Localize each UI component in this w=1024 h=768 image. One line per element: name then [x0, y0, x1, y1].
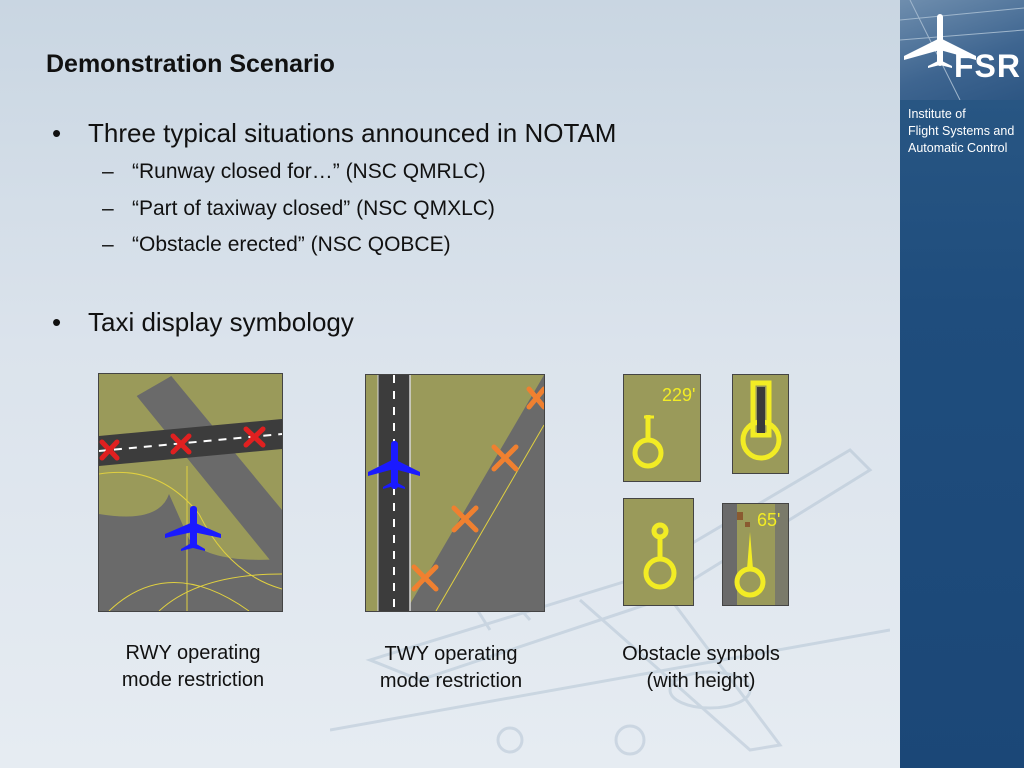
obstacle-symbol-small [623, 498, 694, 606]
sub-item-taxiway: –“Part of taxiway closed” (NSC QMXLC) [102, 197, 495, 221]
obstacle-symbol-height-65: 65' [722, 503, 789, 606]
rwy-restriction-image [98, 373, 283, 612]
aircraft-icon [165, 506, 221, 551]
caption-line: Obstacle symbols [622, 643, 780, 665]
caption-line: RWY operating [125, 642, 261, 664]
sub-item-text: “Part of taxiway closed” (NSC QMXLC) [132, 197, 495, 220]
dash-symbol: – [102, 197, 114, 220]
aircraft-icon [368, 441, 420, 489]
dash-symbol: – [102, 233, 114, 256]
obstacle-symbol-large [732, 374, 789, 474]
bullet-symbol: • [52, 118, 62, 148]
sub-item-obstacle: –“Obstacle erected” (NSC QOBCE) [102, 233, 451, 257]
institute-line: Flight Systems and [908, 124, 1015, 138]
closure-x-icon [411, 386, 544, 592]
caption-line: mode restriction [379, 670, 523, 692]
obstacle-height-label: 229' [662, 385, 695, 405]
dash-symbol: – [102, 160, 114, 183]
sidebar [900, 0, 1024, 768]
sub-item-text: “Obstacle erected” (NSC QOBCE) [132, 233, 451, 256]
logo-background [900, 0, 1024, 101]
obstacle-symbol-height-229: 229' [623, 374, 701, 482]
closure-x-icon [99, 426, 266, 461]
obstacle-symbol-icon [632, 415, 664, 469]
institute-line: Automatic Control [908, 141, 1008, 155]
bullet-text: Three typical situations announced in NO… [88, 118, 617, 148]
caption-line: TWY operating [384, 643, 518, 665]
twy-restriction-image [365, 374, 545, 612]
fsr-logo-text: FSR [954, 48, 1021, 84]
caption-line: (with height) [646, 670, 756, 692]
caption-line: mode restriction [121, 669, 265, 691]
airplane-logo-icon [900, 0, 1024, 101]
twy-caption: TWY operating mode restriction [336, 641, 566, 695]
obstacle-caption: Obstacle symbols (with height) [586, 641, 816, 695]
institute-name: Institute of Flight Systems and Automati… [908, 106, 1014, 157]
obstacle-symbol-icon [643, 522, 677, 590]
sub-item-text: “Runway closed for…” (NSC QMRLC) [132, 160, 486, 183]
rwy-caption: RWY operating mode restriction [78, 640, 308, 694]
slide-content: Demonstration Scenario • Three typical s… [46, 50, 890, 756]
obstacle-height-label: 65' [757, 510, 780, 530]
bullet-text: Taxi display symbology [88, 307, 354, 337]
institute-line: Institute of [908, 107, 966, 121]
sub-item-runway: –“Runway closed for…” (NSC QMRLC) [102, 160, 486, 184]
slide-title: Demonstration Scenario [46, 50, 335, 78]
bullet-symbol: • [52, 307, 62, 337]
